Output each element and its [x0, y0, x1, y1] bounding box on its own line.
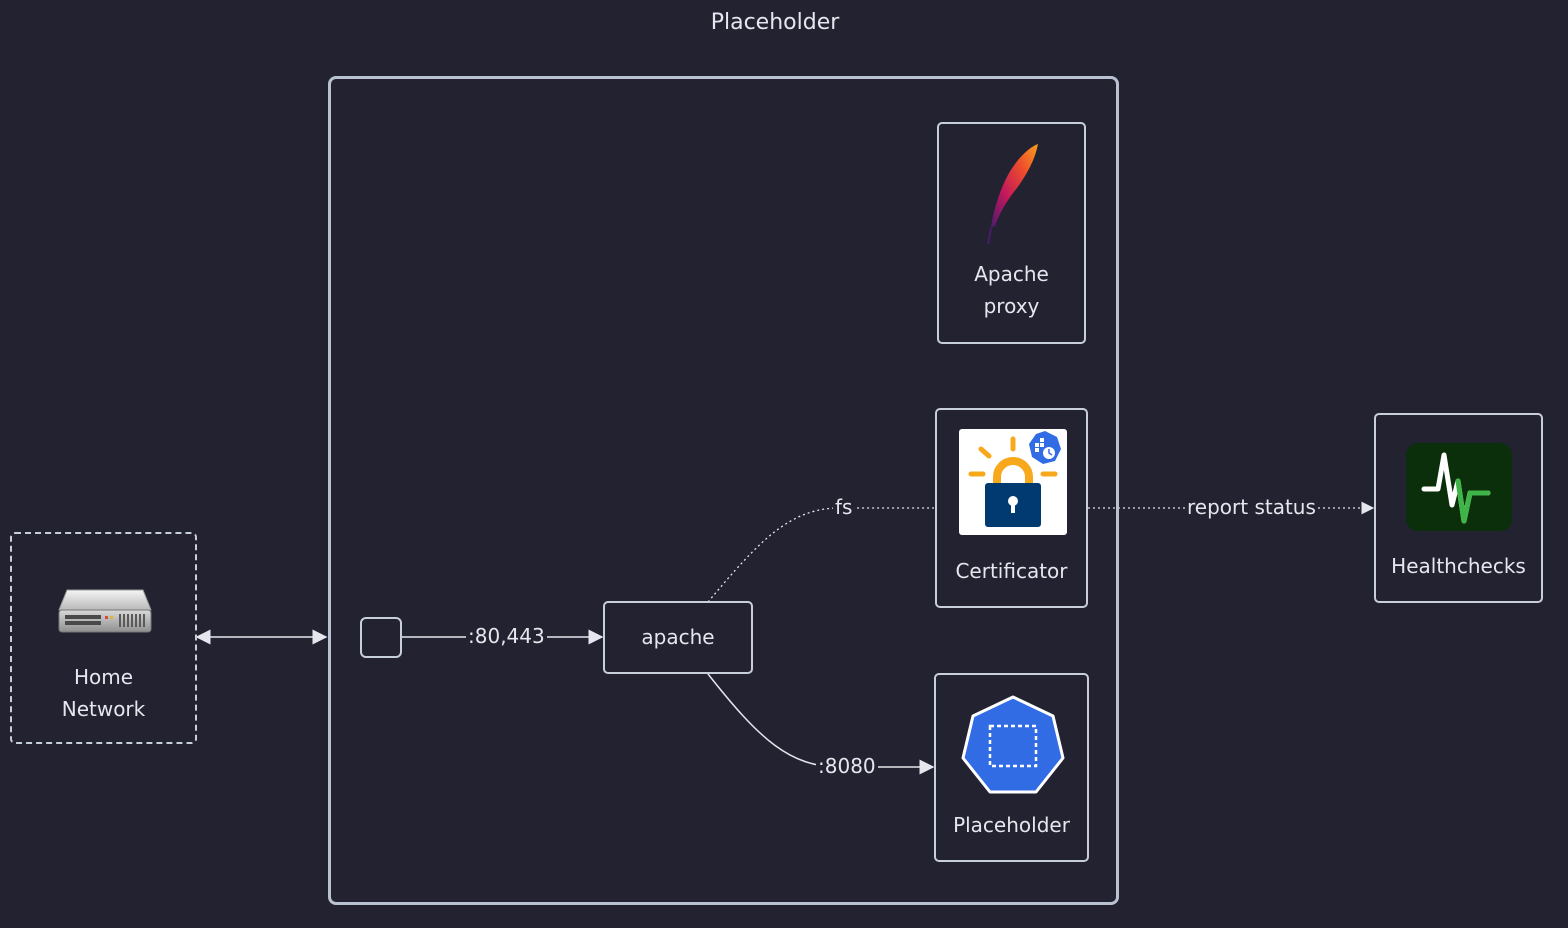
letsencrypt-lock-icon [959, 429, 1067, 535]
edge-label-report-status: report status [1185, 495, 1318, 519]
server-icon [58, 589, 152, 633]
kubernetes-heptagon-icon [961, 695, 1065, 794]
healthchecks-pulse-icon [1406, 443, 1512, 531]
apache-feather-icon [987, 144, 1038, 245]
apache-proxy-label-line2: proxy [983, 294, 1040, 318]
placeholder-service-node[interactable]: Placeholder [934, 673, 1089, 862]
certificator-label: Certificator [955, 559, 1068, 583]
edge-label-http: :8080 [816, 754, 878, 778]
edge-label-ports: :80,443 [466, 624, 547, 648]
healthchecks-node[interactable]: Healthchecks [1374, 413, 1543, 603]
certificator-node[interactable]: Certificator [935, 408, 1088, 608]
apache-proxy-label-line1: Apache [974, 262, 1049, 286]
diagram-title: Placeholder [710, 10, 840, 35]
placeholder-service-label: Placeholder [953, 813, 1070, 837]
home-network-node[interactable]: Home Network [10, 532, 197, 744]
apache-node-label: apache [641, 625, 715, 649]
cluster-boundary [328, 76, 1119, 905]
home-network-label-line2: Network [61, 697, 146, 721]
apache-node[interactable]: apache [603, 601, 753, 674]
healthchecks-label: Healthchecks [1391, 554, 1526, 578]
apache-proxy-node[interactable]: Apache proxy [937, 122, 1086, 344]
home-network-label-line1: Home [73, 665, 134, 689]
edge-label-fs: fs [833, 495, 855, 519]
ingress-node[interactable] [360, 617, 402, 658]
